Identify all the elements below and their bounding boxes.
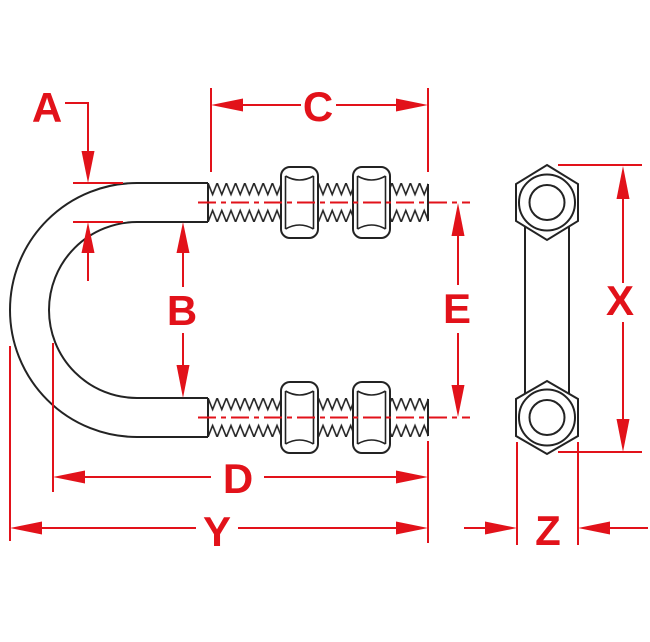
arrowhead-right: [396, 98, 428, 112]
extension-lines: [210, 88, 429, 172]
ubolt-bottom-leg: [137, 397, 209, 438]
dim-label-d: D: [223, 455, 253, 502]
rod-end-circle-top: [518, 173, 576, 232]
centerlines: [198, 201, 470, 419]
dimensions: A B C D E X Y Z: [9, 83, 648, 555]
extension-lines: [516, 442, 579, 545]
extension-ticks: [73, 182, 123, 223]
arrowhead-down: [176, 365, 190, 398]
dim-label-x: X: [606, 277, 634, 324]
arrowhead-left: [211, 98, 243, 112]
arrowhead-right: [485, 521, 517, 535]
dim-label-a: A: [32, 84, 62, 131]
ubolt-inner-bend: [48, 221, 138, 399]
arrowhead-up: [176, 222, 190, 253]
dim-label-c: C: [303, 83, 333, 130]
arrowhead-left: [53, 470, 85, 484]
dimension-e: [451, 203, 465, 417]
rod-core-circle-bottom: [528, 399, 566, 436]
arrowhead-down: [451, 385, 465, 417]
ubolt-top-leg: [137, 182, 209, 223]
dim-label-z: Z: [535, 507, 561, 554]
dim-label-b: B: [167, 287, 197, 334]
extension-lines: [52, 343, 429, 543]
ubolt-outer-bend: [9, 182, 138, 438]
part-geometry: [9, 163, 579, 456]
arrowhead-left: [10, 521, 42, 535]
arrowhead-right: [396, 470, 428, 484]
dim-label-y: Y: [203, 508, 231, 555]
rod-core-circle-top: [528, 184, 566, 221]
dim-label-e: E: [443, 285, 471, 332]
dimension-a: [65, 102, 123, 281]
dimension-c: [210, 88, 429, 172]
rod-end-circle-bottom: [518, 388, 576, 447]
arrowhead-down: [616, 419, 630, 452]
leader-line: [65, 102, 89, 151]
bend-silhouette: [524, 210, 570, 410]
extension-lines: [558, 164, 642, 453]
dimension-x: [558, 164, 642, 453]
dimension-b: [176, 222, 190, 398]
arrowhead-up: [81, 222, 95, 253]
dimension-d: [52, 343, 429, 543]
dimension-y: [9, 346, 428, 541]
arrowhead-right: [396, 521, 428, 535]
arrowhead-down: [81, 151, 95, 183]
dimension-labels: A B C D E X Y Z: [32, 83, 634, 555]
dimension-z: [464, 442, 648, 545]
front-view-ubolt: [9, 166, 429, 454]
arrowhead-up: [451, 203, 465, 236]
arrowhead-left: [578, 521, 610, 535]
side-view: [515, 163, 579, 456]
arrowhead-up: [616, 166, 630, 199]
